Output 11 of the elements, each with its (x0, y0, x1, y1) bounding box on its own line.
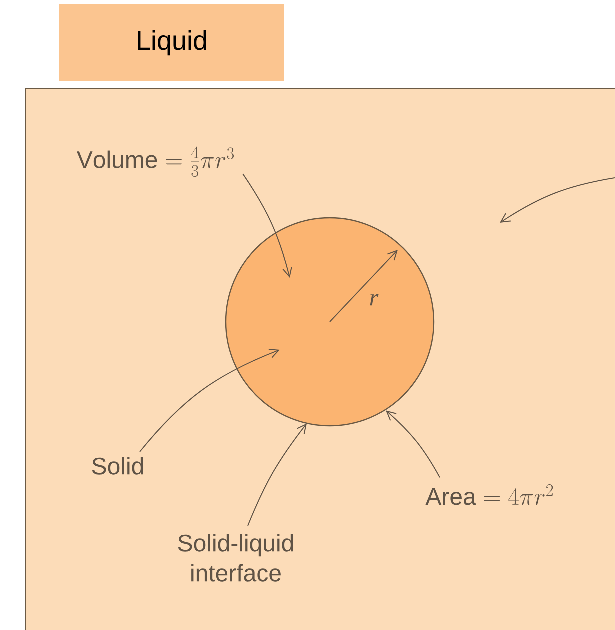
callout-label: Solid-liquid interface (178, 534, 294, 582)
callout-label: Solid (92, 457, 144, 475)
solid-sphere (225, 217, 435, 427)
title-box: Liquid (60, 4, 284, 82)
arrow (248, 424, 307, 526)
formula-label: $\mathrm{Volume} = \frac{4}{3}\pi r^{3}$ (77, 146, 234, 178)
formula-label: $\mathrm{Area} = 4\pi r^{2}$ (426, 484, 554, 506)
arrow (386, 410, 440, 478)
arrow (140, 348, 280, 452)
arrow (242, 173, 292, 278)
radius-label: r (370, 294, 379, 306)
